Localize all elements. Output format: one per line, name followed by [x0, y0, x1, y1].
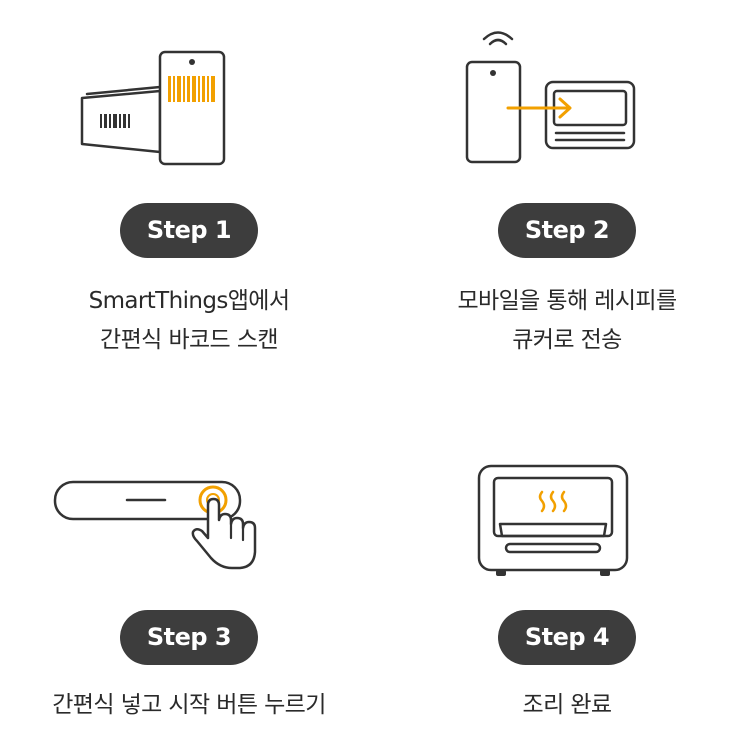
step-4-badge: Step 4 [498, 610, 636, 665]
step-4-description-line-1: 조리 완료 [522, 692, 613, 718]
step-3: Step 3 간편식 넣고 시작 버튼 누르기 [0, 378, 378, 756]
step-4: Step 4 조리 완료 [378, 378, 756, 756]
step-3-description: 간편식 넣고 시작 버튼 누르기 [0, 686, 378, 725]
step-3-description-line-1: 간편식 넣고 시작 버튼 누르기 [52, 692, 326, 718]
step-2-description-line-1: 모바일을 통해 레시피를 [457, 288, 677, 314]
step-1-badge: Step 1 [120, 203, 258, 258]
step-4-description: 조리 완료 [378, 686, 756, 725]
step-1-description-line-2: 간편식 바코드 스캔 [100, 327, 279, 353]
cooking-complete-icon [477, 464, 629, 576]
step-3-badge: Step 3 [120, 610, 258, 665]
step-1: Step 1 SmartThings앱에서 간편식 바코드 스캔 [0, 0, 378, 378]
step-2-badge: Step 2 [498, 203, 636, 258]
step-1-description: SmartThings앱에서 간편식 바코드 스캔 [0, 282, 378, 360]
barcode-scan-icon [80, 50, 226, 166]
step-1-description-line-1: SmartThings앱에서 [88, 288, 290, 314]
step-2: Step 2 모바일을 통해 레시피를 큐커로 전송 [378, 0, 756, 378]
send-recipe-icon [465, 31, 636, 164]
step-2-description: 모바일을 통해 레시피를 큐커로 전송 [378, 282, 756, 360]
press-start-button-icon [53, 480, 257, 570]
step-2-description-line-2: 큐커로 전송 [512, 327, 622, 353]
